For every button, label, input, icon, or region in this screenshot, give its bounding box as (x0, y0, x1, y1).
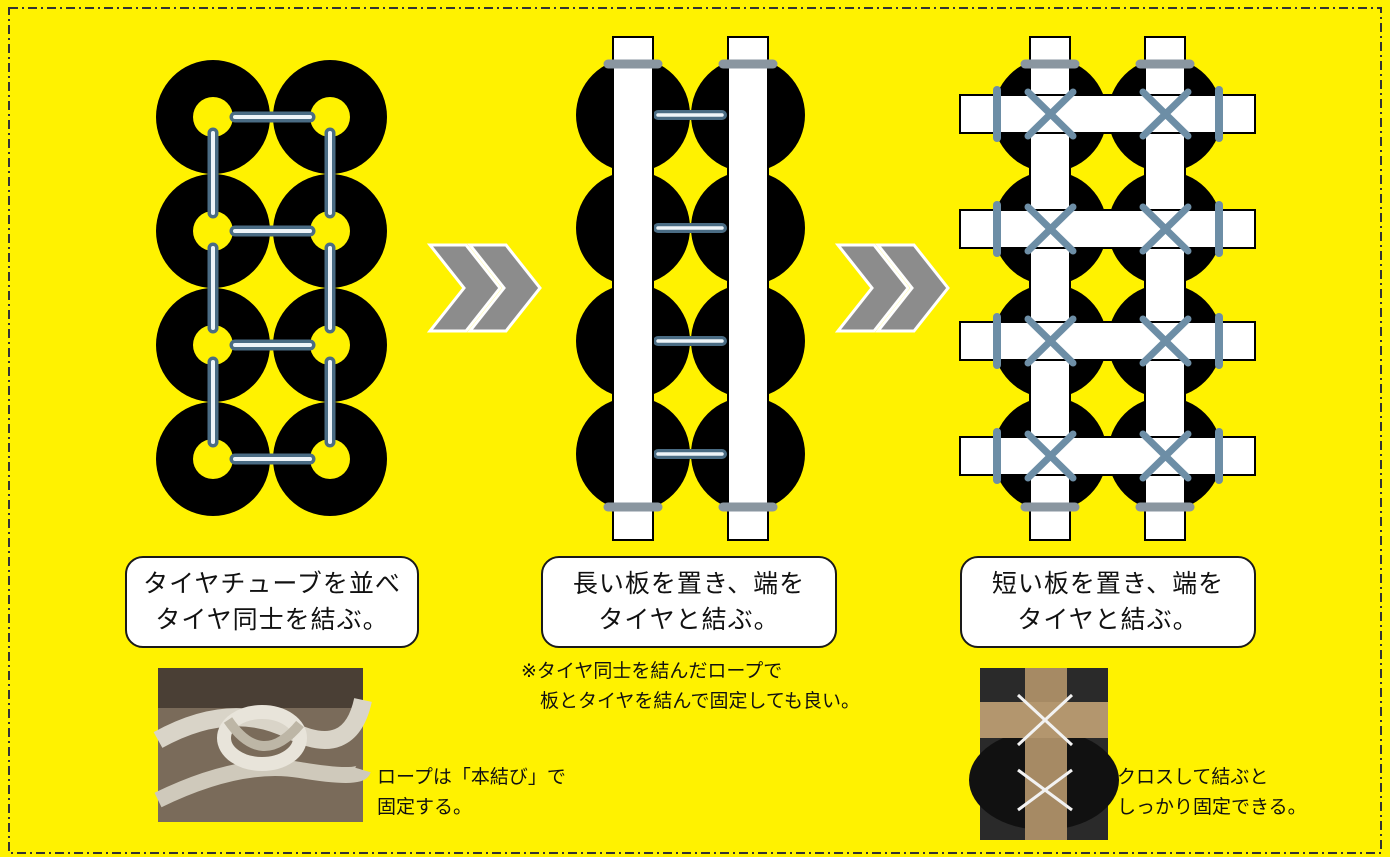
short-board (959, 209, 1256, 249)
caption-line: タイヤ同士を結ぶ。 (155, 605, 389, 634)
step2-caption: 長い板を置き、端を タイヤと結ぶ。 (541, 556, 837, 648)
next-step-arrow (426, 243, 542, 333)
tire-hole (310, 211, 350, 251)
tire-hole (193, 439, 233, 479)
step3-caption: 短い板を置き、端を タイヤと結ぶ。 (960, 556, 1256, 648)
step3-long-board-end-bands (1020, 59, 1195, 512)
long-board (612, 36, 654, 541)
short-board (959, 436, 1256, 476)
step2-note: ※タイヤ同士を結んだロープで 板とタイヤを結んで固定しても良い。 (521, 660, 860, 712)
short-board (959, 321, 1256, 361)
dashed-border (8, 7, 1382, 854)
step1-ropes (207, 111, 336, 465)
caption-line: タイヤチューブを並べ (143, 569, 401, 598)
tire-hole (310, 325, 350, 365)
caption-line: タイヤと結ぶ。 (598, 605, 780, 634)
cross-tie-photo (969, 668, 1119, 840)
step1-illustration (156, 60, 387, 516)
step2-rungs (653, 110, 727, 459)
step2-end-bands (603, 59, 778, 512)
short-board (959, 94, 1256, 134)
tire-hole (310, 439, 350, 479)
step2-illustration (576, 36, 805, 541)
caption-line: 短い板を置き、端を (991, 569, 1225, 598)
step3-cross-ties (1024, 88, 1192, 482)
caption-line: 長い板を置き、端を (572, 569, 806, 598)
cross-note: クロスして結ぶと しっかり固定できる。 (1117, 766, 1307, 818)
step3-short-board-end-bands (993, 86, 1223, 484)
step3-illustration (959, 36, 1256, 541)
tire-hole (193, 211, 233, 251)
knot-note: ロープは「本結び」で 固定する。 (377, 766, 566, 818)
next-step-arrow (834, 243, 950, 333)
long-board (727, 36, 769, 541)
square-knot-photo (153, 668, 372, 822)
tire-hole (251, 382, 291, 422)
step1-tires (156, 60, 387, 516)
tire-hole (193, 325, 233, 365)
tire-hole (193, 97, 233, 137)
tire-hole (251, 268, 291, 308)
tire-hole (310, 97, 350, 137)
caption-line: タイヤと結ぶ。 (1017, 605, 1199, 634)
step1-caption: タイヤチューブを並べ タイヤ同士を結ぶ。 (125, 556, 419, 648)
tire-hole (251, 154, 291, 194)
